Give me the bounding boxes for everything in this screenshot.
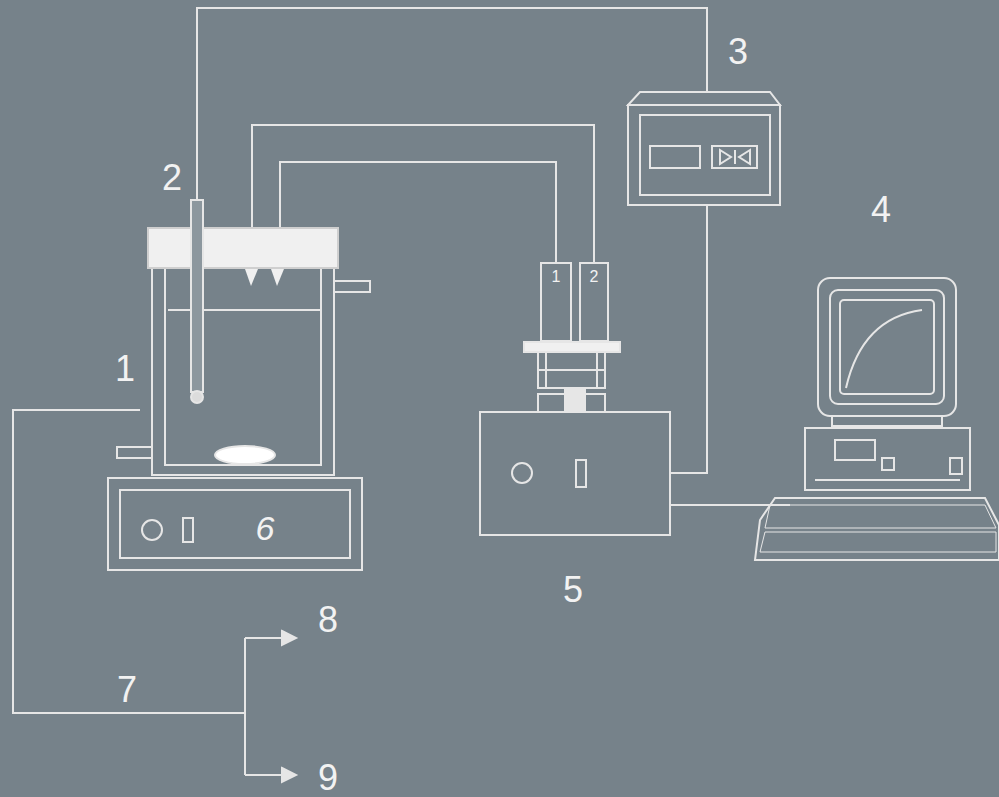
callout-number: 3 <box>728 34 748 70</box>
callout-number: 7 <box>117 672 137 708</box>
callout-number: 5 <box>563 572 583 608</box>
syringe: 1 <box>541 263 571 341</box>
callout-number: 1 <box>115 351 135 387</box>
callout-number: 4 <box>871 192 891 228</box>
callout-number: 2 <box>162 160 182 196</box>
callout-number: 6 <box>256 511 275 545</box>
callout-number: 9 <box>318 760 338 796</box>
syringe: 2 <box>580 263 608 341</box>
syringe-number: 2 <box>580 269 608 285</box>
callout-number: 8 <box>318 602 338 638</box>
syringe-number: 1 <box>541 269 571 285</box>
